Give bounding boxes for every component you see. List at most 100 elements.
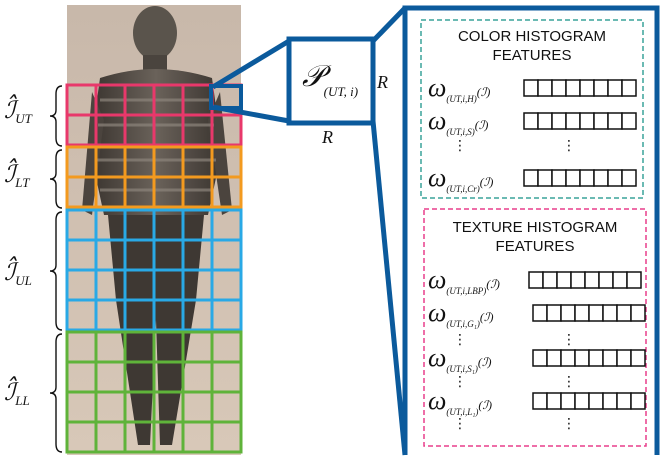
histogram-bin: [621, 112, 637, 130]
region-label-ll: ℐ̂LL: [4, 378, 30, 409]
grid-ut: [65, 83, 243, 147]
histogram-bin: [579, 112, 595, 130]
histogram-bin: [602, 392, 618, 410]
region-symbol: ℐ̂: [4, 162, 16, 188]
histogram-bin: [560, 304, 576, 322]
histogram-bin: [532, 392, 548, 410]
texture-vdots-right-2: ⋮: [562, 374, 576, 390]
histogram-bin: [621, 169, 637, 187]
region-subscript: LL: [15, 393, 30, 408]
histogram-bin: [523, 79, 539, 97]
histogram-bars: [523, 79, 646, 410]
histogram-bin: [546, 349, 562, 367]
omega-symbol: ω: [428, 265, 447, 294]
region-label-ul: ℐ̂UL: [4, 258, 32, 289]
feature-subscript: (UT,i,G₁): [446, 319, 480, 329]
feature-subscript: (UT,i,LBP): [446, 286, 487, 296]
texture-vdots-left-2: ⋮: [453, 374, 467, 390]
feature-arg: (ℐ): [476, 85, 491, 99]
histogram-bar: [532, 392, 646, 410]
histogram-bin: [602, 304, 618, 322]
grid-lt: [65, 145, 243, 209]
histogram-bin: [612, 271, 628, 289]
histogram-bin: [579, 79, 595, 97]
brace-ll: [49, 333, 63, 453]
region-symbol: ℐ̂: [4, 260, 16, 286]
histogram-bin: [607, 79, 623, 97]
histogram-bar: [523, 169, 637, 187]
histogram-bin: [588, 304, 604, 322]
histogram-bin: [588, 349, 604, 367]
color-feature-cr: ω(UT,i,Cr)(ℐ): [428, 163, 493, 194]
histogram-bin: [537, 79, 553, 97]
region-symbol: ℐ̂: [4, 98, 16, 124]
region-grids: [65, 83, 243, 454]
texture-vdots-right-3: ⋮: [562, 416, 576, 432]
texture-histogram-box: [423, 208, 647, 447]
feature-arg: (ℐ): [479, 310, 494, 324]
feature-subscript: (UT,i,L₁): [446, 407, 479, 417]
feature-subscript: (UT,i,S): [446, 127, 475, 137]
histogram-bin: [602, 349, 618, 367]
histogram-bin: [532, 349, 548, 367]
histogram-bin: [574, 349, 590, 367]
region-subscript: UL: [15, 273, 32, 288]
texture-feature-s1: ω(UT,i,S₁)(ℐ): [428, 343, 491, 374]
histogram-bin: [556, 271, 572, 289]
omega-symbol: ω: [428, 298, 447, 327]
histogram-bin: [523, 169, 539, 187]
color-histogram-title: COLOR HISTOGRAM FEATURES: [421, 27, 643, 65]
histogram-bar: [523, 79, 637, 97]
feature-subscript: (UT,i,S₁): [446, 364, 478, 374]
histogram-bin: [565, 112, 581, 130]
histogram-bin: [570, 271, 586, 289]
patch-symbol: 𝒫: [302, 60, 324, 93]
region-braces: [49, 85, 63, 453]
histogram-bin: [546, 392, 562, 410]
histogram-bin: [630, 349, 646, 367]
color-vdots-right: ⋮: [562, 138, 576, 154]
histogram-bin: [528, 271, 544, 289]
histogram-bin: [616, 392, 632, 410]
person-arm-left: [82, 92, 104, 215]
region-label-lt: ℐ̂LT: [4, 160, 29, 191]
histogram-bin: [593, 169, 609, 187]
color-histogram-title-line2: FEATURES: [492, 47, 572, 64]
feature-arg: (ℐ): [479, 175, 494, 189]
histogram-bin: [616, 304, 632, 322]
histogram-bin: [574, 392, 590, 410]
histogram-bin: [551, 112, 567, 130]
patch-label: 𝒫(UT, i): [302, 60, 358, 100]
histogram-bin: [607, 112, 623, 130]
histogram-bin: [607, 169, 623, 187]
texture-histogram-title: TEXTURE HISTOGRAM FEATURES: [424, 218, 646, 256]
histogram-bin: [560, 349, 576, 367]
person-head: [133, 6, 177, 60]
histogram-bin: [560, 392, 576, 410]
region-subscript: UT: [15, 111, 32, 126]
omega-symbol: ω: [428, 163, 447, 192]
person-neck: [143, 55, 167, 71]
histogram-bin: [542, 271, 558, 289]
feature-subscript: (UT,i,H): [446, 94, 477, 104]
histogram-bin: [616, 349, 632, 367]
histogram-bin: [598, 271, 614, 289]
patch-source-box: [209, 84, 243, 110]
histogram-bin: [565, 169, 581, 187]
histogram-bin: [593, 112, 609, 130]
patch-subscript: (UT, i): [323, 84, 359, 99]
person-stripes: [96, 98, 216, 192]
brace-ul: [49, 211, 63, 331]
histogram-bar: [532, 304, 646, 322]
texture-feature-l1: ω(UT,i,L₁)(ℐ): [428, 386, 492, 417]
texture-vdots-right-1: ⋮: [562, 332, 576, 348]
histogram-bin: [574, 304, 590, 322]
histogram-bin: [546, 304, 562, 322]
person-legs: [108, 215, 204, 445]
color-histogram-title-line1: COLOR HISTOGRAM: [457, 28, 607, 45]
brace-lt: [49, 149, 63, 209]
feature-arg: (ℐ): [474, 118, 489, 132]
feature-panel-frame: [370, 5, 660, 456]
histogram-bin: [626, 271, 642, 289]
